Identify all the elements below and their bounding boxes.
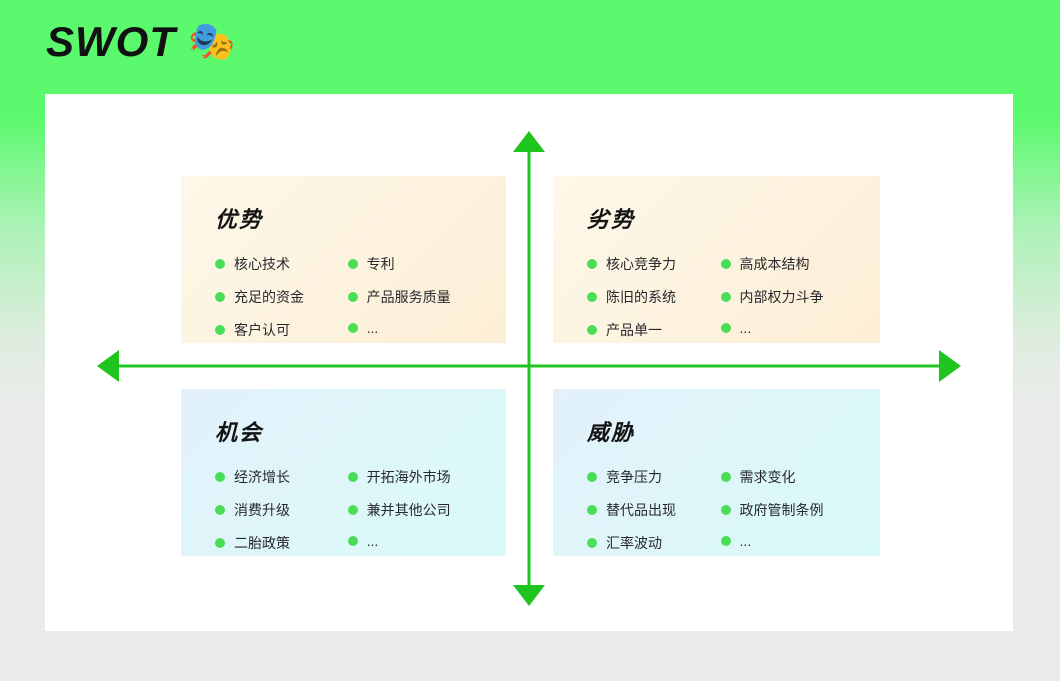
list-item: 陈旧的系统: [587, 287, 721, 307]
bullet-icon: [720, 292, 731, 302]
list-item: 汇率波动: [587, 533, 721, 553]
item-label: 内部权力斗争: [739, 289, 824, 305]
quadrant-weaknesses-items: 核心竞争力陈旧的系统产品单一 高成本结构内部权力斗争...: [587, 254, 880, 353]
list-item: 高成本结构: [720, 254, 880, 274]
bullet-icon: [720, 472, 731, 482]
list-item: ...: [347, 533, 506, 549]
list-item: ...: [347, 320, 506, 336]
bullet-icon: [720, 259, 731, 269]
list-item: 专利: [347, 254, 506, 274]
quadrant-strengths[interactable]: 优势 核心技术充足的资金客户认可 专利产品服务质量...: [181, 176, 506, 343]
bullet-icon: [215, 505, 225, 515]
item-label: 客户认可: [234, 322, 290, 338]
quadrant-strengths-title: 优势: [215, 207, 264, 232]
quadrant-threats-items: 竞争压力替代品出现汇率波动 需求变化政府管制条例...: [587, 467, 880, 566]
item-label: 替代品出现: [606, 502, 676, 518]
list-item: 二胎政策: [215, 533, 348, 553]
bullet-icon: [347, 292, 358, 302]
bullet-icon: [720, 323, 731, 333]
list-item: ...: [720, 533, 880, 549]
bullet-icon: [587, 505, 597, 515]
item-label: 核心技术: [234, 256, 290, 272]
quadrant-weaknesses[interactable]: 劣势 核心竞争力陈旧的系统产品单一 高成本结构内部权力斗争...: [553, 176, 880, 343]
list-item: 竞争压力: [587, 467, 721, 487]
item-label: 陈旧的系统: [606, 289, 676, 305]
item-label: 兼并其他公司: [366, 502, 451, 518]
item-label: 经济增长: [234, 469, 290, 485]
quadrant-strengths-items: 核心技术充足的资金客户认可 专利产品服务质量...: [215, 254, 506, 353]
item-label: 开拓海外市场: [366, 469, 451, 485]
bullet-icon: [587, 538, 597, 548]
list-item: 兼并其他公司: [347, 500, 506, 520]
bullet-icon: [215, 292, 225, 302]
bullet-icon: [347, 472, 358, 482]
bullet-icon: [587, 259, 597, 269]
bullet-icon: [347, 505, 358, 515]
swot-canvas: 优势 核心技术充足的资金客户认可 专利产品服务质量... 劣势 核心竞争力陈旧的…: [45, 94, 1013, 631]
bullet-icon: [347, 259, 358, 269]
item-label: 核心竞争力: [606, 256, 676, 272]
item-label: 产品单一: [606, 322, 662, 338]
list-item: 产品服务质量: [347, 287, 506, 307]
list-item: ...: [720, 320, 880, 336]
arrow-down-icon: [513, 585, 545, 606]
item-label: 充足的资金: [234, 289, 304, 305]
list-item: 充足的资金: [215, 287, 348, 307]
title-text: SWOT: [46, 18, 176, 65]
list-item: 客户认可: [215, 320, 348, 340]
item-label: ...: [739, 320, 752, 336]
bullet-icon: [215, 538, 225, 548]
item-label: ...: [739, 533, 752, 549]
list-item: 替代品出现: [587, 500, 721, 520]
bullet-icon: [720, 505, 731, 515]
quadrant-opportunities-items: 经济增长消费升级二胎政策 开拓海外市场兼并其他公司...: [215, 467, 506, 566]
list-item: 开拓海外市场: [347, 467, 506, 487]
item-label: 需求变化: [739, 469, 796, 485]
bullet-icon: [347, 536, 358, 546]
arrow-right-icon: [939, 350, 961, 382]
page-title: SWOT 🎭: [46, 18, 236, 66]
quadrant-threats[interactable]: 威胁 竞争压力替代品出现汇率波动 需求变化政府管制条例...: [553, 389, 880, 556]
item-label: 政府管制条例: [739, 502, 824, 518]
item-label: 高成本结构: [739, 256, 810, 272]
bullet-icon: [215, 472, 225, 482]
bullet-icon: [215, 259, 225, 269]
item-label: 消费升级: [234, 502, 290, 518]
list-item: 政府管制条例: [720, 500, 880, 520]
bullet-icon: [347, 323, 358, 333]
list-item: 内部权力斗争: [720, 287, 880, 307]
item-label: ...: [366, 320, 379, 336]
list-item: 消费升级: [215, 500, 348, 520]
bullet-icon: [587, 472, 597, 482]
item-label: ...: [366, 533, 379, 549]
list-item: 经济增长: [215, 467, 348, 487]
item-label: 二胎政策: [234, 535, 290, 551]
bullet-icon: [720, 536, 731, 546]
bullet-icon: [215, 325, 225, 335]
list-item: 需求变化: [720, 467, 880, 487]
arrow-up-icon: [513, 131, 545, 152]
item-label: 专利: [366, 256, 395, 272]
item-label: 汇率波动: [606, 535, 662, 551]
bullet-icon: [587, 292, 597, 302]
performing-arts-masks-icon: 🎭: [187, 21, 237, 63]
quadrant-threats-title: 威胁: [587, 420, 636, 445]
arrow-left-icon: [97, 350, 119, 382]
quadrant-opportunities[interactable]: 机会 经济增长消费升级二胎政策 开拓海外市场兼并其他公司...: [181, 389, 506, 556]
bullet-icon: [587, 325, 597, 335]
item-label: 产品服务质量: [366, 289, 451, 305]
item-label: 竞争压力: [606, 469, 662, 485]
list-item: 核心技术: [215, 254, 348, 274]
quadrant-opportunities-title: 机会: [215, 420, 264, 445]
list-item: 核心竞争力: [587, 254, 721, 274]
list-item: 产品单一: [587, 320, 721, 340]
quadrant-weaknesses-title: 劣势: [587, 207, 636, 232]
